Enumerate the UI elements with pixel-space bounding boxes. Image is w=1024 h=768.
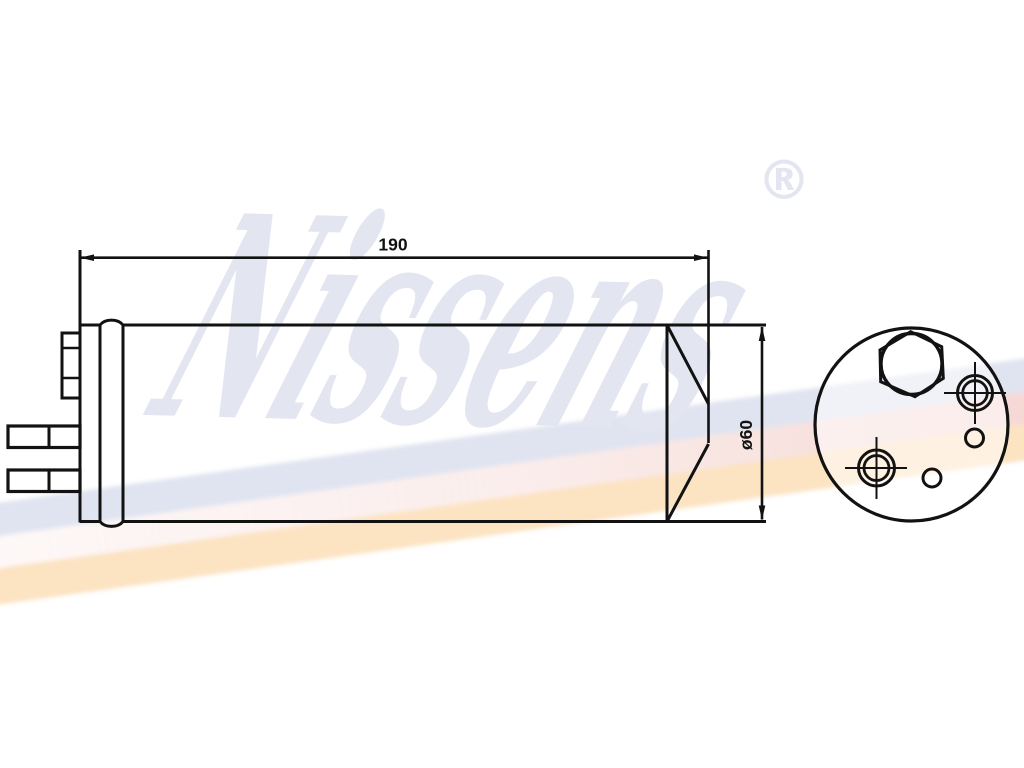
diameter-dimension-label: ø60 [736, 420, 756, 450]
end-view [813, 326, 1010, 523]
stripe-orange [0, 357, 1024, 644]
small-hole-right [964, 427, 985, 449]
inlet-fitting-hex [60, 331, 82, 400]
port-upper-right [944, 362, 1006, 424]
arrow-left-icon [80, 254, 94, 261]
cap-ring-top-bump [98, 318, 125, 327]
cone-end [665, 324, 710, 523]
cap-ring-bottom-bump [98, 520, 125, 528]
length-dimension [80, 250, 710, 443]
arrow-down-icon [758, 505, 766, 520]
port-lower-left [845, 437, 907, 499]
brand-stripes [0, 293, 1024, 644]
drawing [6, 250, 1010, 528]
length-dimension-label: 190 [378, 235, 407, 255]
stripe-pink [0, 326, 1024, 609]
drier-body-outline [80, 318, 766, 528]
registered-trademark-icon: ® [757, 149, 811, 212]
pipe-outline [6, 468, 82, 494]
dimension-arrows [80, 254, 766, 520]
hex-fitting-body [60, 331, 82, 400]
inlet-pipe-upper [6, 424, 82, 450]
stripe-blue [0, 293, 1024, 577]
arrow-up-icon [758, 326, 766, 341]
arrow-right-icon [694, 254, 708, 261]
small-hole-bottom [921, 467, 943, 489]
hex-nut [878, 329, 945, 399]
end-face-circle [813, 326, 1010, 523]
pipe-outline [6, 424, 82, 450]
side-view [6, 250, 766, 528]
inlet-pipe-lower [6, 468, 82, 494]
hex-nut-inscribed-circle [879, 331, 944, 397]
